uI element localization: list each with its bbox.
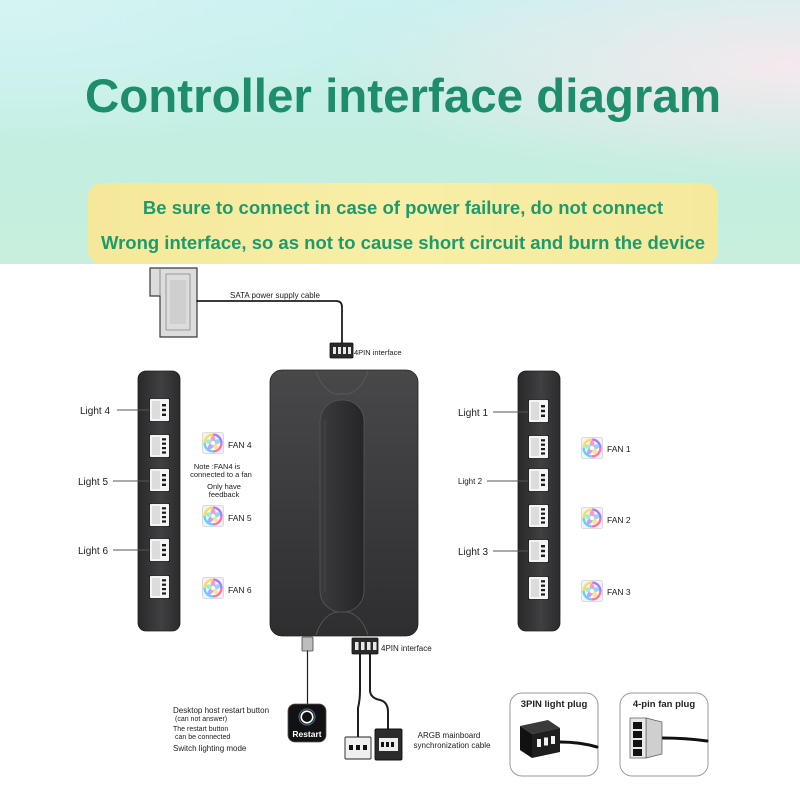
slot-fan-6 bbox=[149, 575, 170, 599]
label-light-2: Light 2 bbox=[458, 477, 483, 486]
fan-icon bbox=[202, 577, 224, 599]
warning-box: Be sure to connect in case of power fail… bbox=[88, 183, 718, 264]
plug-box-3pin-title: 3PIN light plug bbox=[521, 699, 588, 710]
slot-fan-1 bbox=[528, 435, 549, 459]
header-banner: Controller interface diagram Be sure to … bbox=[0, 0, 800, 264]
left-connector-strip bbox=[137, 370, 181, 632]
sata-connector bbox=[149, 267, 198, 338]
controller-hub bbox=[269, 369, 419, 637]
feedback-note-line-1: Only have bbox=[207, 482, 241, 491]
top-4pin-label: 4PIN interface bbox=[354, 348, 402, 357]
label-light-5: Light 5 bbox=[78, 477, 108, 488]
restart-note-line-1: The restart button bbox=[173, 726, 228, 733]
plug-box-4pin-title: 4-pin fan plug bbox=[633, 699, 695, 710]
argb-label-line-1: ARGB mainboard bbox=[418, 731, 481, 740]
plug-box-4pin: 4-pin fan plug bbox=[619, 692, 709, 777]
argb-wire-right bbox=[369, 653, 389, 730]
restart-note-line-2: can be connected bbox=[175, 734, 230, 741]
argb-3pin-plug bbox=[344, 736, 372, 760]
slot-light-2 bbox=[528, 468, 549, 492]
plug-box-3pin: 3PIN light plug bbox=[509, 692, 599, 777]
argb-mainboard-plug bbox=[374, 728, 403, 761]
right-connector-strip bbox=[517, 370, 561, 632]
label-light-1: Light 1 bbox=[458, 408, 488, 419]
argb-label-line-2: synchronization cable bbox=[414, 741, 491, 750]
warning-line-1: Be sure to connect in case of power fail… bbox=[142, 197, 664, 218]
top-4pin-connector bbox=[329, 342, 354, 359]
label-fan-6: FAN 6 bbox=[228, 585, 252, 595]
feedback-note-line-2: feedback bbox=[209, 490, 240, 499]
label-light-6: Light 6 bbox=[78, 546, 108, 557]
label-fan-2: FAN 2 bbox=[607, 515, 631, 525]
slot-fan-4 bbox=[149, 434, 170, 458]
fan-icon bbox=[581, 437, 603, 459]
bottom-4pin-label: 4PIN interface bbox=[381, 644, 432, 653]
restart-title-line-1: Desktop host restart button bbox=[173, 706, 269, 715]
slot-light-3 bbox=[528, 539, 549, 563]
restart-connector bbox=[301, 636, 314, 652]
fan-icon bbox=[581, 580, 603, 602]
bottom-4pin-connector bbox=[351, 637, 379, 655]
label-light-3: Light 3 bbox=[458, 547, 488, 558]
argb-wire-left bbox=[357, 653, 361, 738]
slot-light-6 bbox=[149, 538, 170, 562]
fan-icon bbox=[202, 505, 224, 527]
page-title: Controller interface diagram bbox=[84, 70, 722, 123]
label-light-4: Light 4 bbox=[80, 406, 110, 417]
power-ring-icon bbox=[298, 708, 316, 726]
label-fan-1: FAN 1 bbox=[607, 444, 631, 454]
slot-light-5 bbox=[149, 468, 170, 492]
slot-fan-2 bbox=[528, 504, 549, 528]
label-fan-4: FAN 4 bbox=[228, 440, 252, 450]
label-fan-5: FAN 5 bbox=[228, 513, 252, 523]
label-fan-3: FAN 3 bbox=[607, 587, 631, 597]
sata-cable bbox=[196, 300, 343, 344]
slot-light-4 bbox=[149, 398, 170, 422]
restart-button-label: Restart bbox=[292, 729, 321, 739]
fan-icon bbox=[202, 432, 224, 454]
slot-fan-5 bbox=[149, 503, 170, 527]
fan4-note-line-1: Note :FAN4 is bbox=[194, 462, 241, 471]
restart-button-icon: Restart bbox=[287, 703, 327, 743]
sata-cable-label: SATA power supply cable bbox=[230, 291, 321, 300]
switch-lighting-mode-label: Switch lighting mode bbox=[173, 744, 247, 753]
warning-line-2: Wrong interface, so as not to cause shor… bbox=[100, 232, 706, 253]
fan4-note-line-2: connected to a fan bbox=[190, 470, 252, 479]
slot-fan-3 bbox=[528, 576, 549, 600]
fan-icon bbox=[581, 507, 603, 529]
restart-title-line-2: (can not answer) bbox=[175, 716, 227, 723]
slot-light-1 bbox=[528, 399, 549, 423]
